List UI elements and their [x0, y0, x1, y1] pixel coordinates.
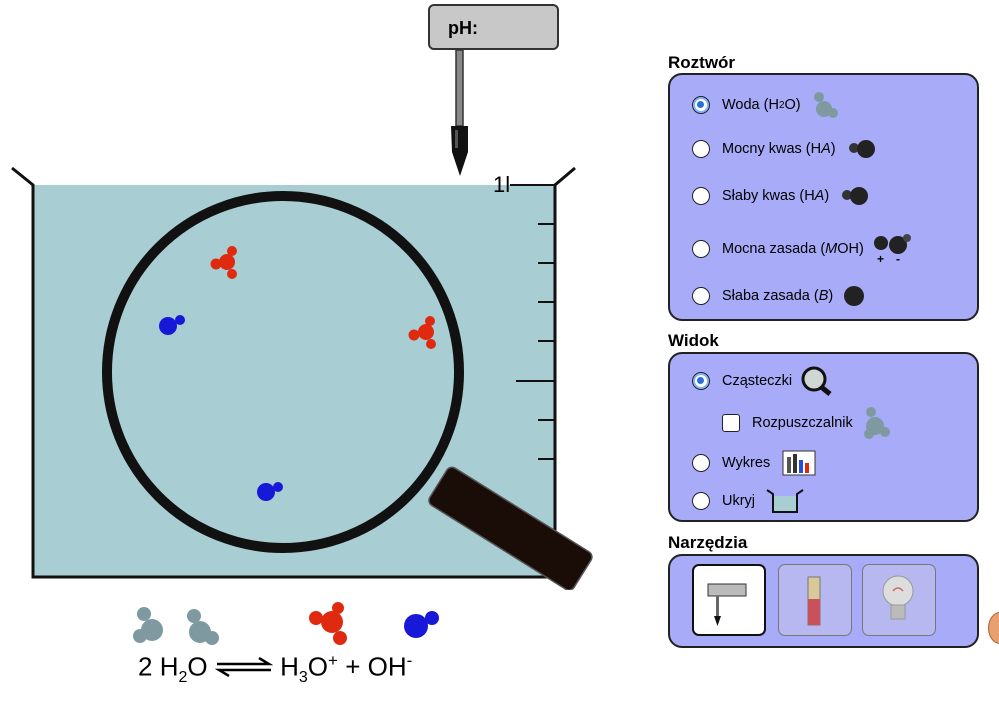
- strong-base-molecule-icon: +-: [873, 234, 911, 265]
- ph-probe[interactable]: [440, 48, 480, 178]
- view-section-title: Widok: [668, 331, 719, 350]
- radio-button[interactable]: [692, 96, 710, 114]
- svg-text:+: +: [877, 252, 884, 265]
- hydroxide-molecule: [159, 315, 185, 335]
- equilibrium-arrows-icon: [214, 653, 274, 684]
- radio-button[interactable]: [692, 240, 710, 258]
- magnifier-handle: [428, 466, 593, 590]
- tools-panel: [668, 554, 979, 648]
- light-bulb-icon: [882, 575, 914, 620]
- conductivity-tool-button[interactable]: [862, 564, 936, 636]
- strong-acid-molecule-icon: [848, 140, 875, 158]
- ph-paper-icon: [807, 576, 821, 626]
- radio-button[interactable]: [692, 492, 710, 510]
- view-option-hide[interactable]: Ukryj: [692, 488, 805, 514]
- water-molecule-icon: [813, 92, 838, 118]
- magnifier-lens: [102, 191, 464, 553]
- tools-section-title: Narzędzia: [668, 533, 748, 552]
- view-option-solvent[interactable]: Rozpuszczalnik: [722, 406, 891, 440]
- radio-button[interactable]: [692, 287, 710, 305]
- hydronium-icon: [309, 602, 347, 645]
- radio-button[interactable]: [692, 454, 710, 472]
- weak-acid-molecule-icon: [842, 187, 869, 205]
- ph-paper-tool-button[interactable]: [778, 564, 852, 636]
- beaker: 1l: [11, 166, 593, 590]
- hydronium-molecule: [408, 316, 436, 349]
- equilibrium-equation: 2 H2O H3O+ + OH-: [138, 651, 413, 686]
- beaker-scale: [510, 184, 555, 460]
- view-option-graph[interactable]: Wykres: [692, 450, 816, 476]
- partial-round-icon[interactable]: [988, 612, 999, 644]
- view-option-molecules[interactable]: Cząsteczki: [692, 366, 834, 396]
- radio-button[interactable]: [692, 372, 710, 390]
- water-molecule-icon: [863, 407, 890, 439]
- volume-label: 1l: [493, 172, 510, 197]
- radio-button[interactable]: [692, 140, 710, 158]
- equation-molecules: [133, 602, 439, 645]
- ph-label: pH:: [448, 18, 478, 38]
- weak-base-molecule-icon: [844, 286, 865, 306]
- solution-option-weak-base[interactable]: Słaba zasada (B): [692, 285, 867, 307]
- svg-text:-: -: [896, 252, 900, 265]
- checkbox[interactable]: [722, 414, 740, 432]
- hydroxide-molecule: [257, 482, 283, 501]
- view-panel: Cząsteczki Rozpuszczalnik Wykres Ukryj: [668, 352, 979, 522]
- ph-value: [490, 16, 548, 40]
- solution-section-title: Roztwór: [668, 53, 736, 72]
- hydroxide-icon: [404, 611, 439, 638]
- bar-graph-icon: [782, 450, 816, 476]
- ph-meter-icon: [707, 583, 747, 626]
- hydronium-molecule: [210, 246, 237, 279]
- radio-button[interactable]: [692, 187, 710, 205]
- beaker-icon: [766, 489, 804, 513]
- ph-meter-tool-button[interactable]: [692, 564, 766, 636]
- ph-meter-display[interactable]: pH:: [428, 4, 559, 50]
- magnifier-icon: [801, 366, 832, 396]
- water-molecule-icon: [133, 607, 219, 645]
